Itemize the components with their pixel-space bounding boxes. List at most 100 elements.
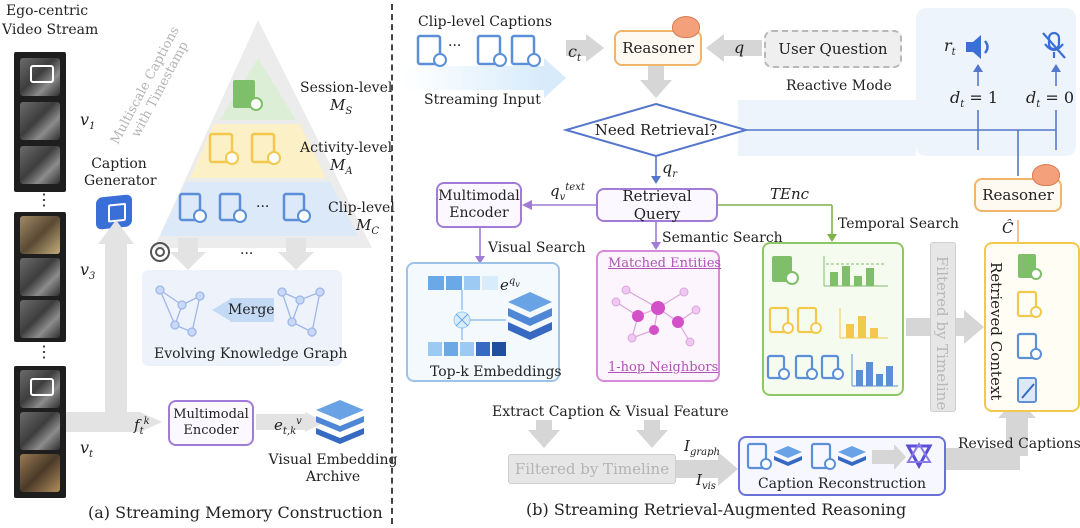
temporal-drawing: [766, 256, 898, 387]
reconstruction-icons: [746, 442, 933, 470]
session-level-label: Session-level: [300, 80, 393, 96]
need-retrieval-label: Need Retrieval?: [594, 121, 718, 139]
one-hop-label: 1-hop Neighbors: [608, 360, 719, 375]
vertical-dots: ⋮: [36, 190, 52, 209]
reactive-mode-label: Reactive Mode: [786, 78, 892, 94]
visual-archive-line2: Archive: [305, 469, 361, 485]
video-frame: [20, 454, 60, 492]
retrieved-context-label: Retrieved Context: [987, 262, 1005, 401]
visual-archive-label: Visual Embedding Archive: [268, 452, 398, 486]
v1-label: v1: [80, 110, 96, 133]
v3-label: v3: [80, 260, 96, 283]
play-icon: [30, 65, 54, 83]
speaker-icon: [966, 35, 989, 59]
muted-mic-icon: [1042, 31, 1066, 59]
visual-search-label: Visual Search: [488, 240, 586, 256]
entity-graph-drawing: [611, 285, 701, 347]
up-arrow-icon: [1017, 220, 1019, 244]
panel-b-caption: (b) Streaming Retrieval-Augmented Reason…: [526, 500, 907, 519]
context-doc-icons: [1016, 254, 1042, 403]
vt-label: vt: [80, 438, 94, 461]
filtered-timeline-horizontal-label: Filtered by Timeline: [514, 460, 670, 478]
video-frame: [20, 300, 60, 338]
caption-generator-label: Caption Generator: [84, 156, 157, 190]
multimodal-encoder-a-line2: Encoder: [183, 423, 239, 438]
play-icon: [30, 378, 54, 396]
extract-label: Extract Caption & Visual Feature: [492, 404, 729, 420]
filtered-timeline-vertical: [930, 242, 956, 412]
multimodal-encoder-b-line1: Multimodal: [438, 188, 520, 204]
video-stream-label-line2: Video Stream: [2, 22, 99, 38]
merge-label: Merge: [228, 302, 275, 318]
embedding-drawing: [428, 276, 552, 356]
video-frame: [20, 102, 60, 140]
evolving-kg-label: Evolving Knowledge Graph: [154, 346, 348, 362]
clip-level-captions-label: Clip-level Captions: [418, 14, 552, 30]
multimodal-encoder-b-line2: Encoder: [449, 205, 509, 221]
dt1-label: dt = 1: [950, 88, 999, 111]
semantic-search-label: Semantic Search: [662, 230, 783, 246]
visual-archive-line1: Visual Embedding: [268, 452, 398, 468]
activity-level-var: MA: [330, 156, 353, 177]
topk-label: Top-k Embeddings: [430, 364, 562, 380]
q-var: q: [734, 38, 745, 57]
panel-divider: [391, 4, 393, 524]
filtered-timeline-horizontal: Filtered by Timeline: [508, 454, 676, 484]
video-frame: [20, 412, 60, 450]
response-panel: [916, 8, 1076, 156]
caption-generator-line1: Caption: [91, 156, 147, 172]
video-stream-label: Ego-centric Video Stream: [2, 2, 99, 40]
frame-feature-label: ftk: [134, 416, 150, 437]
retrieval-query-box: Retrieval Query: [596, 187, 718, 223]
revised-captions-label: Revised Captions: [958, 436, 1080, 452]
panel-a-caption: (a) Streaming Memory Construction: [88, 503, 383, 522]
streaming-input-label: Streaming Input: [424, 92, 541, 108]
activity-level-label: Activity-level: [300, 140, 393, 156]
caption-generator-line2: Generator: [84, 173, 157, 189]
filmstrip-top: [14, 52, 66, 192]
llm-logo-icon: [150, 242, 170, 262]
user-question-box: User Question: [764, 30, 902, 68]
visual-embedding-var: et,kv: [274, 416, 302, 437]
vertical-dots: ⋮: [36, 342, 52, 361]
session-level-var: MS: [330, 96, 353, 117]
filmstrip-bottom: [14, 366, 66, 498]
clip-captions-ellipsis: ···: [448, 38, 462, 54]
ct-var: ct: [568, 42, 581, 65]
clip-level-var: MC: [356, 216, 380, 237]
reasoner-top-label: Reasoner: [622, 39, 694, 57]
e-qv-var: eqv: [500, 276, 520, 294]
response-panel-extension: [738, 100, 916, 156]
caption-reconstruction-label: Caption Reconstruction: [757, 476, 927, 492]
brain-icon: [1032, 164, 1060, 186]
clip-caption-icons: [416, 34, 541, 67]
qr-var: qr: [662, 158, 678, 181]
rt-var: rt: [944, 36, 956, 59]
clip-ellipsis: ···: [256, 199, 270, 215]
reasoner-right-label: Reasoner: [982, 186, 1054, 204]
multimodal-encoder-a-line1: Multimodal: [173, 407, 249, 422]
video-frame: [20, 258, 60, 296]
video-stream-label-line1: Ego-centric: [5, 3, 89, 19]
i-vis-var: Ivis: [696, 471, 716, 492]
video-frame: [20, 146, 60, 184]
brain-icon: [672, 16, 700, 38]
clip-level-label: Clip-level: [328, 200, 395, 216]
dt0-label: dt = 0: [1026, 88, 1075, 111]
layers-stack-icon: [316, 400, 364, 444]
c-hat-var: Ĉ: [1002, 219, 1014, 237]
semantic-search-box: [596, 250, 720, 382]
filtered-timeline-vertical-label: Filtered by Timeline: [933, 256, 951, 411]
filmstrip-middle: [14, 212, 66, 342]
user-question-label: User Question: [778, 40, 888, 58]
tenc-label: TEnc: [770, 185, 810, 203]
qv-text-var: qvtext: [550, 182, 585, 203]
